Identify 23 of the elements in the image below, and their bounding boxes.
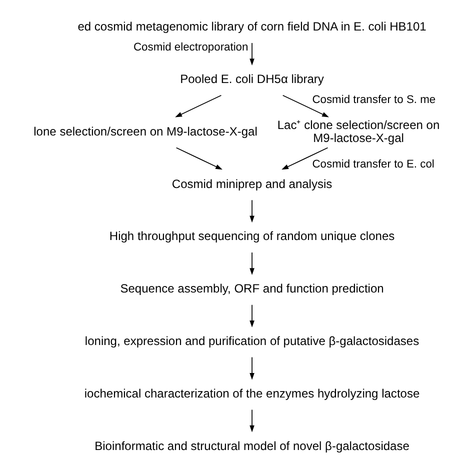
node-text: lone selection/screen on M9-lactose-X-gal xyxy=(34,124,258,138)
arrow xyxy=(176,147,222,170)
node-text: Cosmid miniprep and analysis xyxy=(172,176,332,191)
arrow xyxy=(250,42,254,66)
arrow xyxy=(250,356,254,380)
node-text: Pooled E. coli DH5α library xyxy=(180,72,324,86)
arrow xyxy=(282,147,328,170)
node-text: Lac⁺ clone selection/screen on M9-lactose-X-gal xyxy=(277,118,440,145)
arrow xyxy=(250,409,254,432)
arrow xyxy=(250,252,254,276)
edge-label: Cosmid transfer to E. col xyxy=(312,158,434,170)
edge-label: Cosmid electroporation xyxy=(134,41,248,54)
node-text: ed cosmid metagenomic library of corn field DNA in E. coli HB101 xyxy=(78,20,426,34)
node-text: High throughput sequencing of random unique clones xyxy=(109,229,395,244)
edge-label: Cosmid transfer to S. me xyxy=(312,94,436,106)
node-text: Sequence assembly, ORF and function prediction xyxy=(120,282,384,296)
node-text: loning, expression and purification of putative β-galactosidases xyxy=(84,334,420,348)
arrow xyxy=(250,304,254,328)
arrow xyxy=(175,94,222,118)
arrow xyxy=(250,200,254,223)
arrow xyxy=(282,94,329,118)
node-text: iochemical characterization of the enzymes hydrolyzing lactose xyxy=(84,386,420,400)
node-text: Bioinformatic and structural model of novel β-galactosidase xyxy=(94,438,410,453)
